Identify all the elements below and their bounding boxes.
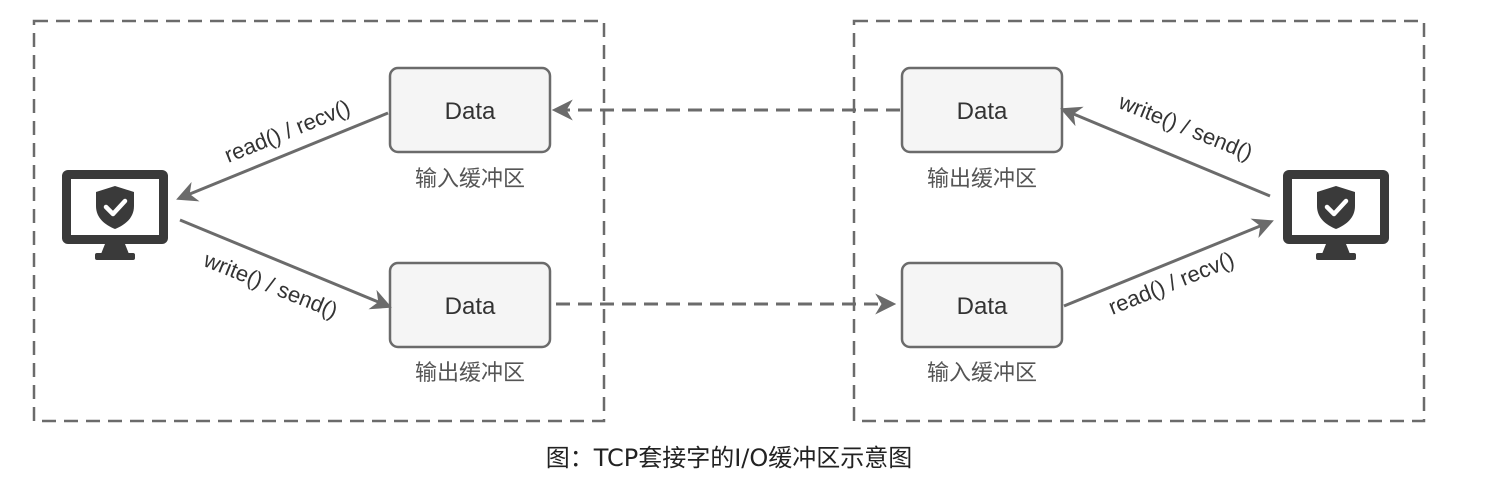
monitor-shield-icon — [62, 170, 168, 260]
left-input-buffer: Data 输入缓冲区 — [388, 66, 552, 192]
left-read-arrow — [176, 111, 389, 202]
data-label: Data — [957, 98, 1008, 125]
data-label: Data — [445, 98, 496, 125]
left-read-label: read() / recv() — [221, 94, 354, 167]
buffer-name: 输入缓冲区 — [927, 361, 1037, 386]
right-write-arrow — [1060, 106, 1271, 198]
buffer-name: 输入缓冲区 — [415, 167, 525, 192]
data-label: Data — [957, 293, 1008, 320]
left-output-buffer: Data 输出缓冲区 — [388, 261, 552, 386]
right-host-frame — [852, 19, 1426, 423]
monitor-shield-icon — [1283, 170, 1389, 260]
right-output-buffer: Data 输出缓冲区 — [900, 66, 1064, 192]
data-box — [900, 261, 1064, 349]
right-read-label: read() / recv() — [1105, 246, 1238, 319]
data-label: Data — [445, 293, 496, 320]
right-read-arrow — [1063, 218, 1274, 308]
right-write-label: write() / send() — [1114, 89, 1256, 166]
data-box — [388, 66, 552, 154]
figure-caption: 图：TCP套接字的I/O缓冲区示意图 — [546, 444, 913, 472]
left-host-frame — [32, 19, 606, 423]
right-input-buffer: Data 输入缓冲区 — [900, 261, 1064, 386]
buffer-name: 输出缓冲区 — [415, 361, 525, 386]
buffer-name: 输出缓冲区 — [927, 167, 1037, 192]
left-write-arrow — [179, 218, 392, 310]
